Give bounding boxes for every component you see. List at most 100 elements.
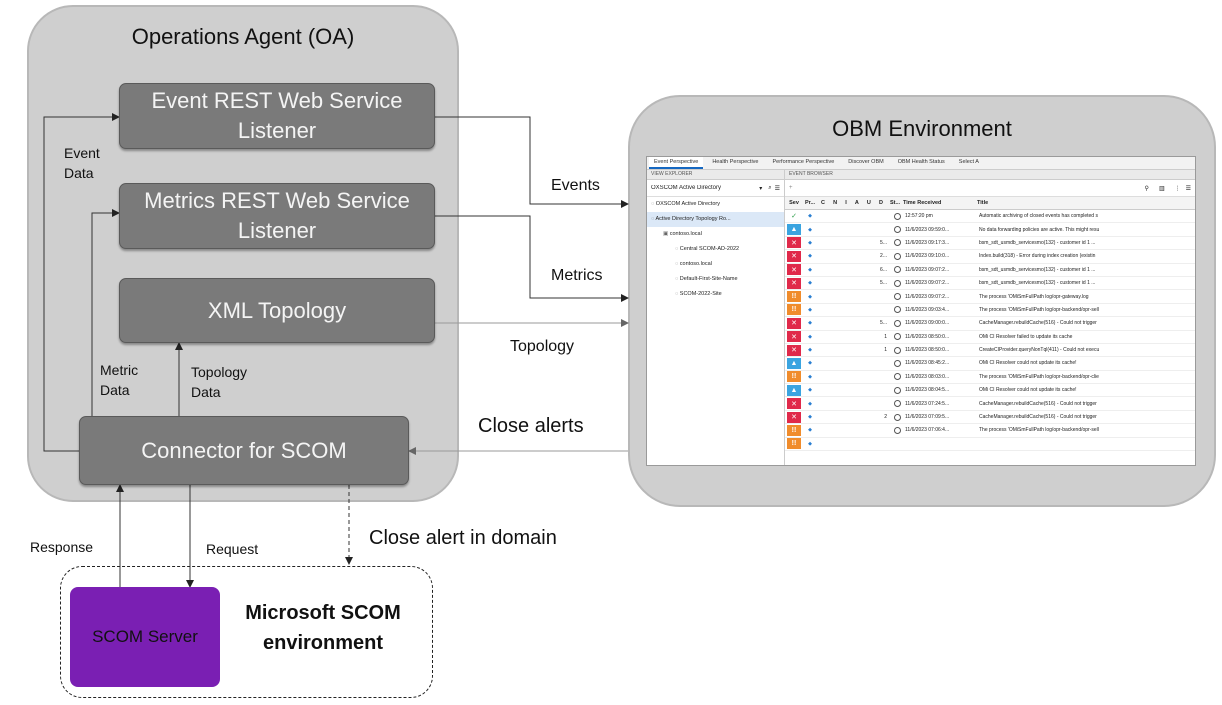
col-c[interactable]: C	[821, 200, 825, 206]
state-circle-icon	[893, 306, 901, 314]
critical-severity-icon: ✕	[787, 317, 801, 329]
filter-icon[interactable]: ⚲	[1144, 185, 1149, 192]
microsoft-scom-environment-boundary	[60, 566, 433, 698]
events-flow-line	[435, 116, 629, 208]
col-d[interactable]: D	[879, 200, 883, 206]
tree-item-label: Active Directory Topology Ro...	[655, 216, 731, 222]
state-circle-icon	[893, 252, 901, 260]
col-u[interactable]: U	[866, 200, 871, 206]
perspective-tab[interactable]: Health Perspective	[712, 159, 759, 165]
event-data-line	[43, 113, 120, 452]
perspective-tab[interactable]: Select A	[958, 159, 979, 165]
col-i[interactable]: I	[845, 200, 847, 206]
priority-icon: ◆	[808, 306, 812, 313]
microsoft-scom-line1: Microsoft SCOM	[245, 602, 401, 624]
table-row[interactable]: ✕◆2...11/6/2023 09:10:0...Index.build(31…	[785, 250, 1195, 264]
close-alert-in-domain-label: Close alert in domain	[369, 527, 557, 549]
node-icon: ◌	[675, 276, 680, 282]
tree-item[interactable]: ◌ contoso.local	[647, 257, 784, 272]
perspective-tab[interactable]: Performance Perspective	[772, 159, 835, 165]
tree-item[interactable]: ◌ OXSCOM Active Directory	[647, 197, 784, 212]
state-cell	[889, 252, 905, 260]
table-row[interactable]: ✕◆5...11/6/2023 09:00:0...CacheManager.r…	[785, 317, 1195, 331]
columns-icon[interactable]: ▥	[1158, 185, 1165, 192]
table-row[interactable]: ✕◆5...11/6/2023 09:07:2...bsm_sdt_usmdb_…	[785, 277, 1195, 291]
table-row[interactable]: !!◆11/6/2023 09:03:4...The process 'OMiS…	[785, 304, 1195, 318]
state-circle-icon	[893, 293, 901, 301]
event-data-label: Event Data	[64, 145, 100, 181]
state-cell	[889, 413, 905, 421]
menu-icon[interactable]: ☰	[774, 185, 780, 192]
tree-item[interactable]: ◌ Default-First-Site-Name	[647, 272, 784, 287]
table-row[interactable]: ✕◆6...11/6/2023 09:07:2...bsm_sdt_usmdb_…	[785, 264, 1195, 277]
minor-severity-icon: ▲	[787, 384, 801, 396]
metrics-label: Metrics	[551, 267, 603, 284]
table-row[interactable]: !!◆11/6/2023 09:07:2...The process 'OMiS…	[785, 290, 1195, 304]
state-circle-icon	[893, 400, 901, 408]
critical-severity-icon: ✕	[787, 344, 801, 356]
time-received-cell: 11/6/2023 09:00:0...	[905, 320, 950, 327]
col-sev[interactable]: Sev	[789, 200, 799, 206]
table-row[interactable]: !!◆11/6/2023 08:03:0...The process 'OMiS…	[785, 371, 1195, 385]
close-alerts-label: Close alerts	[478, 415, 584, 437]
table-row[interactable]: ✕◆5...11/6/2023 09:17:3...bsm_sdt_usmdb_…	[785, 237, 1195, 251]
state-circle-icon	[893, 279, 901, 287]
state-cell	[889, 333, 905, 341]
perspective-tab[interactable]: Event Perspective	[649, 157, 704, 169]
obm-event-browser-screenshot: Event Perspective Health Perspective Perfo…	[646, 156, 1196, 466]
tree-item[interactable]: ▣ contoso.local	[647, 227, 784, 242]
priority-icon: ◆	[808, 266, 812, 273]
table-row[interactable]: !!◆	[785, 438, 1195, 452]
critical-severity-icon: ✕	[787, 264, 801, 276]
col-state[interactable]: St...	[889, 200, 901, 206]
state-circle-icon	[893, 359, 901, 367]
flag-cell: 1	[884, 347, 887, 354]
time-received-cell: 11/6/2023 09:17:3...	[905, 239, 950, 246]
tree-item-label: OXSCOM Active Directory	[655, 201, 720, 207]
title-cell: CreateCIProvider.queryNonTql(411) - Coul…	[979, 347, 1100, 354]
tree-item[interactable]: ◌ SCOM-2022-Site	[647, 287, 784, 302]
state-circle-icon	[893, 346, 901, 354]
severity-cell: !!	[785, 291, 803, 303]
table-row[interactable]: ▲◆11/6/2023 08:45:2...OMi CI Resolver co…	[785, 357, 1195, 371]
col-flags: C N I A U D	[817, 200, 887, 206]
state-cell	[889, 426, 905, 434]
search-icon[interactable]: ⌕	[768, 184, 772, 191]
chevron-down-icon[interactable]: ▾	[759, 185, 763, 192]
severity-cell: !!	[785, 371, 803, 383]
tree-item[interactable]: ◌ Active Directory Topology Ro...	[647, 212, 784, 227]
state-cell	[889, 373, 905, 381]
col-title[interactable]: Title	[977, 200, 989, 206]
menu-icon[interactable]: ☰	[1185, 185, 1191, 192]
state-cell	[889, 293, 905, 301]
state-cell	[889, 306, 905, 314]
time-received-cell: 11/6/2023 08:50:0...	[905, 333, 950, 340]
col-n[interactable]: N	[833, 200, 838, 206]
col-a[interactable]: A	[854, 200, 859, 206]
perspective-tab[interactable]: Discover OBM	[848, 159, 884, 165]
title-cell: CacheManager.rebuildCache(516) - Could n…	[979, 320, 1097, 327]
more-icon[interactable]: ⋮	[1174, 185, 1181, 192]
node-icon: ◌	[675, 246, 680, 252]
table-row[interactable]: !!◆11/6/2023 07:06:4...The process 'OMiS…	[785, 424, 1195, 438]
title-cell: The process 'OMiSmFullPath log/opr-backe…	[979, 306, 1099, 313]
table-row[interactable]: ▲◆11/6/2023 09:59:0...No data forwarding…	[785, 223, 1195, 237]
col-priority[interactable]: Pr...	[804, 200, 816, 206]
col-time-received[interactable]: Time Received	[903, 200, 942, 206]
table-row[interactable]: ✕◆11/6/2023 07:24:5...CacheManager.rebui…	[785, 397, 1195, 411]
tree-item[interactable]: ◌ Central SCOM-AD-2022	[647, 242, 784, 257]
state-circle-icon	[893, 212, 901, 220]
priority-icon: ◆	[808, 373, 812, 380]
add-icon[interactable]: +	[789, 185, 793, 191]
state-circle-icon	[893, 373, 901, 381]
state-cell	[889, 319, 905, 327]
severity-cell: ▲	[785, 357, 803, 369]
node-icon: ◌	[675, 291, 680, 297]
perspective-tab[interactable]: OBM Health Status	[897, 159, 945, 165]
table-row[interactable]: ▲◆11/6/2023 08:04:5...OMi CI Resolver co…	[785, 384, 1195, 398]
view-selector[interactable]: OXSCOM Active Directory	[651, 185, 722, 191]
